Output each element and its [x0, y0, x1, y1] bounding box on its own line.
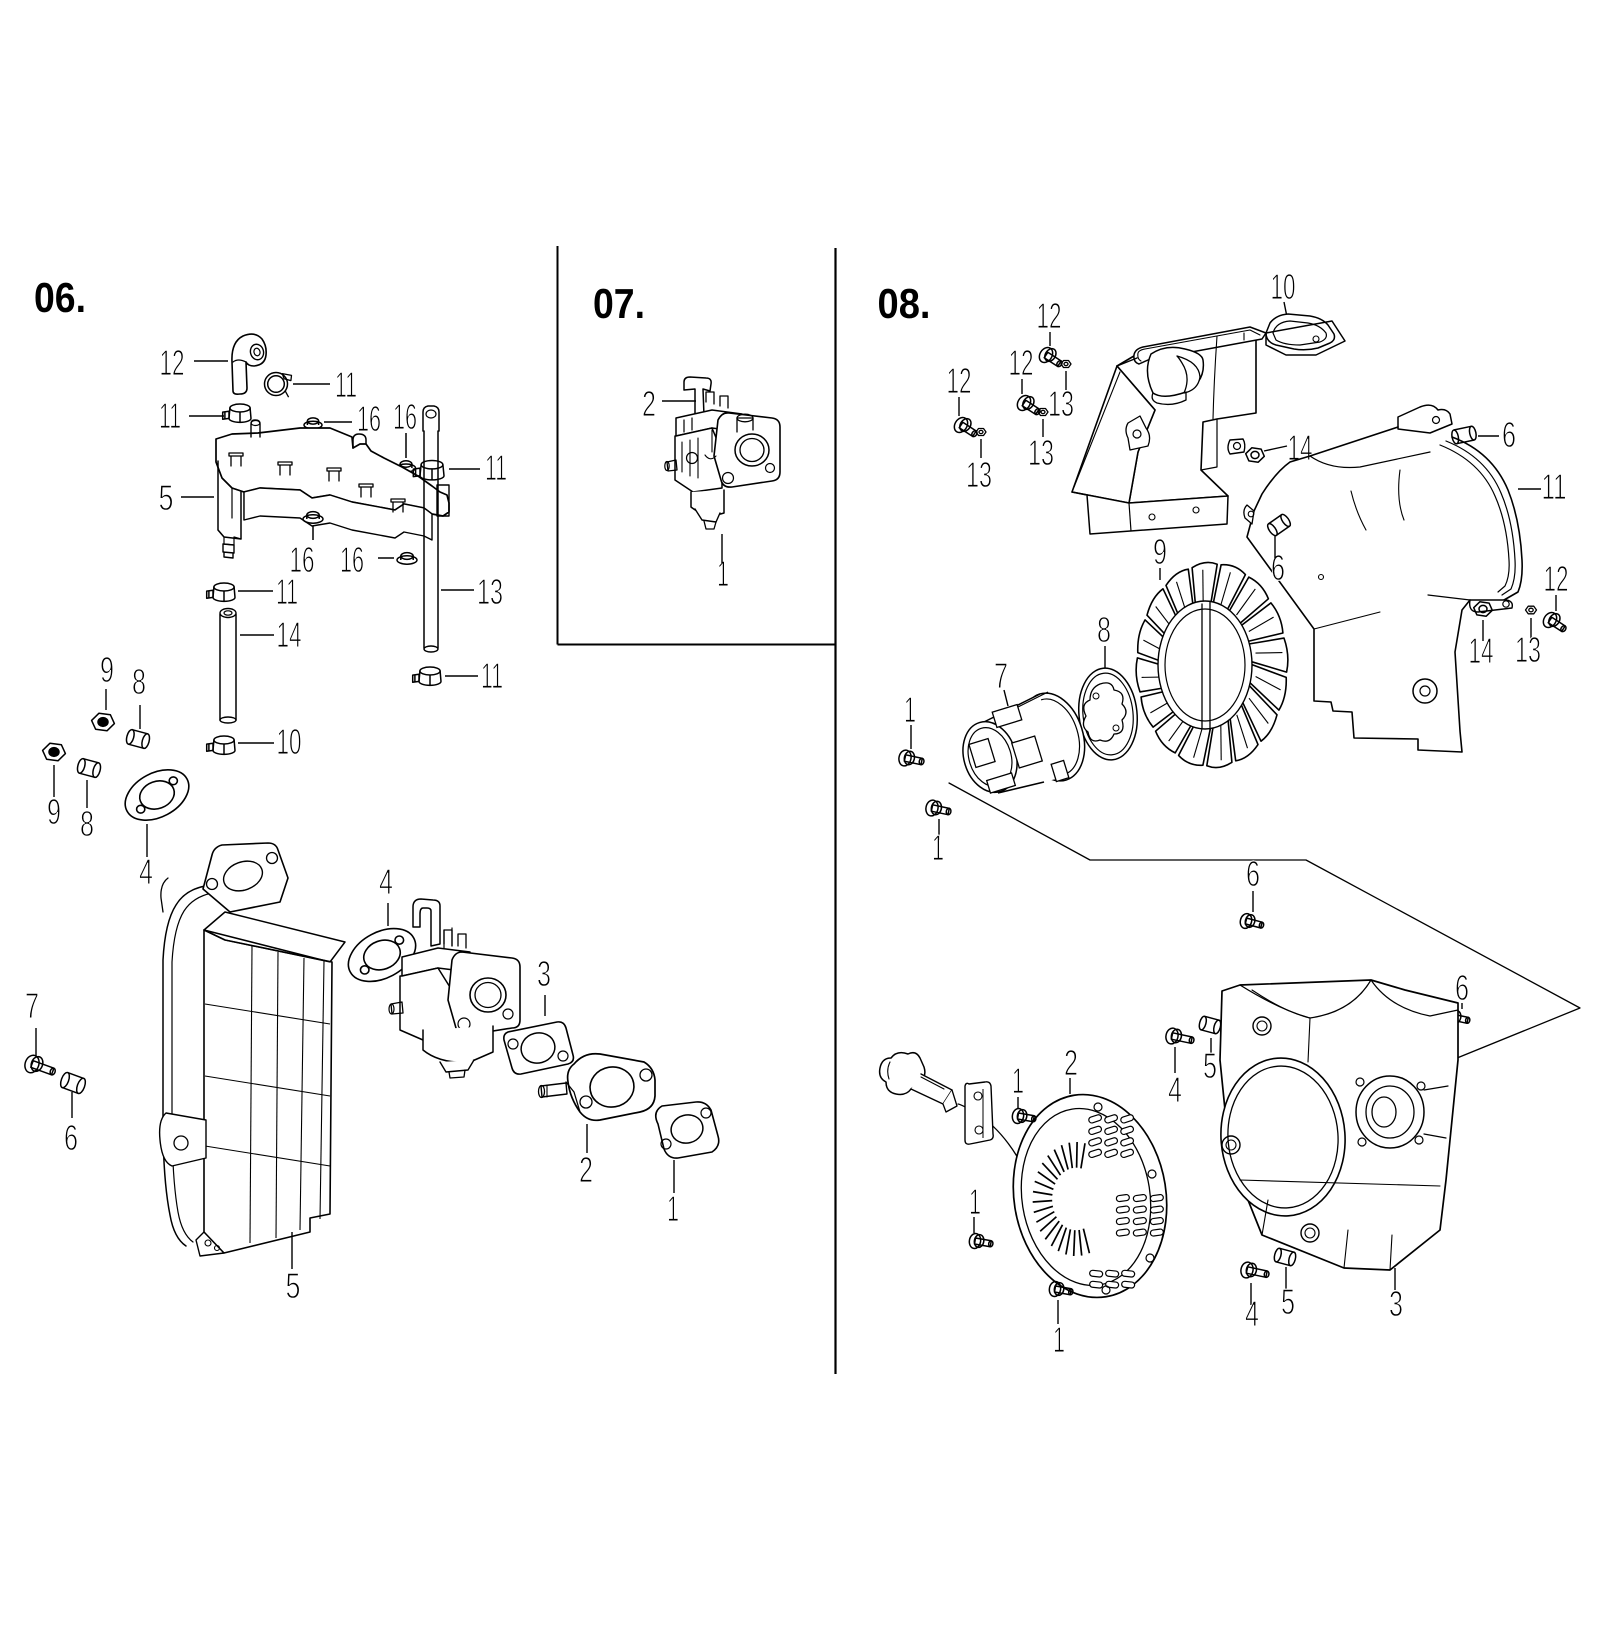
svg-text:4: 4: [139, 851, 153, 892]
svg-text:07.: 07.: [593, 280, 645, 327]
svg-text:2: 2: [1064, 1042, 1078, 1083]
svg-text:1: 1: [932, 827, 944, 868]
svg-text:1: 1: [667, 1188, 679, 1229]
svg-text:11: 11: [159, 395, 181, 436]
svg-text:12: 12: [1037, 295, 1062, 336]
svg-text:8: 8: [1097, 609, 1111, 650]
svg-text:16: 16: [357, 398, 381, 439]
svg-text:10: 10: [277, 721, 302, 762]
svg-text:2: 2: [579, 1149, 593, 1190]
svg-text:12: 12: [1544, 558, 1569, 599]
svg-text:1: 1: [904, 689, 916, 730]
svg-text:5: 5: [286, 1265, 301, 1306]
svg-text:16: 16: [340, 539, 364, 580]
svg-text:9: 9: [1153, 531, 1167, 572]
svg-text:8: 8: [80, 803, 94, 844]
svg-text:4: 4: [1168, 1069, 1182, 1110]
svg-text:7: 7: [994, 655, 1008, 696]
svg-text:5: 5: [1203, 1045, 1217, 1086]
svg-text:11: 11: [1542, 466, 1567, 507]
svg-text:7: 7: [25, 985, 39, 1026]
svg-text:9: 9: [100, 649, 114, 690]
svg-text:11: 11: [276, 571, 298, 612]
svg-text:5: 5: [159, 477, 174, 518]
svg-text:4: 4: [1245, 1293, 1259, 1334]
svg-text:14: 14: [1469, 630, 1494, 671]
svg-text:6: 6: [1246, 853, 1260, 894]
svg-text:13: 13: [1515, 629, 1541, 670]
svg-text:11: 11: [485, 447, 507, 488]
svg-text:13: 13: [1028, 432, 1054, 473]
svg-text:6: 6: [1455, 967, 1469, 1008]
svg-text:14: 14: [277, 614, 302, 655]
svg-text:5: 5: [1281, 1281, 1295, 1322]
svg-text:06.: 06.: [34, 274, 86, 321]
svg-text:13: 13: [477, 571, 503, 612]
svg-text:6: 6: [1271, 547, 1285, 588]
svg-text:2: 2: [642, 383, 656, 424]
svg-text:1: 1: [969, 1181, 981, 1222]
svg-text:1: 1: [717, 553, 729, 594]
svg-text:3: 3: [537, 953, 551, 994]
svg-text:6: 6: [64, 1117, 78, 1158]
svg-text:4: 4: [379, 861, 393, 902]
svg-text:11: 11: [335, 364, 357, 405]
svg-text:1: 1: [1053, 1319, 1065, 1360]
svg-text:12: 12: [160, 342, 185, 383]
svg-text:13: 13: [1048, 383, 1074, 424]
svg-text:12: 12: [947, 360, 972, 401]
svg-text:13: 13: [966, 454, 992, 495]
svg-text:3: 3: [1389, 1283, 1403, 1324]
svg-text:6: 6: [1502, 414, 1516, 455]
svg-text:11: 11: [481, 655, 503, 696]
svg-text:8: 8: [132, 661, 146, 702]
svg-text:1: 1: [1012, 1060, 1024, 1101]
svg-text:9: 9: [47, 791, 61, 832]
svg-text:12: 12: [1009, 342, 1034, 383]
svg-text:16: 16: [393, 396, 417, 437]
svg-text:10: 10: [1271, 266, 1296, 307]
svg-text:08.: 08.: [878, 280, 931, 327]
